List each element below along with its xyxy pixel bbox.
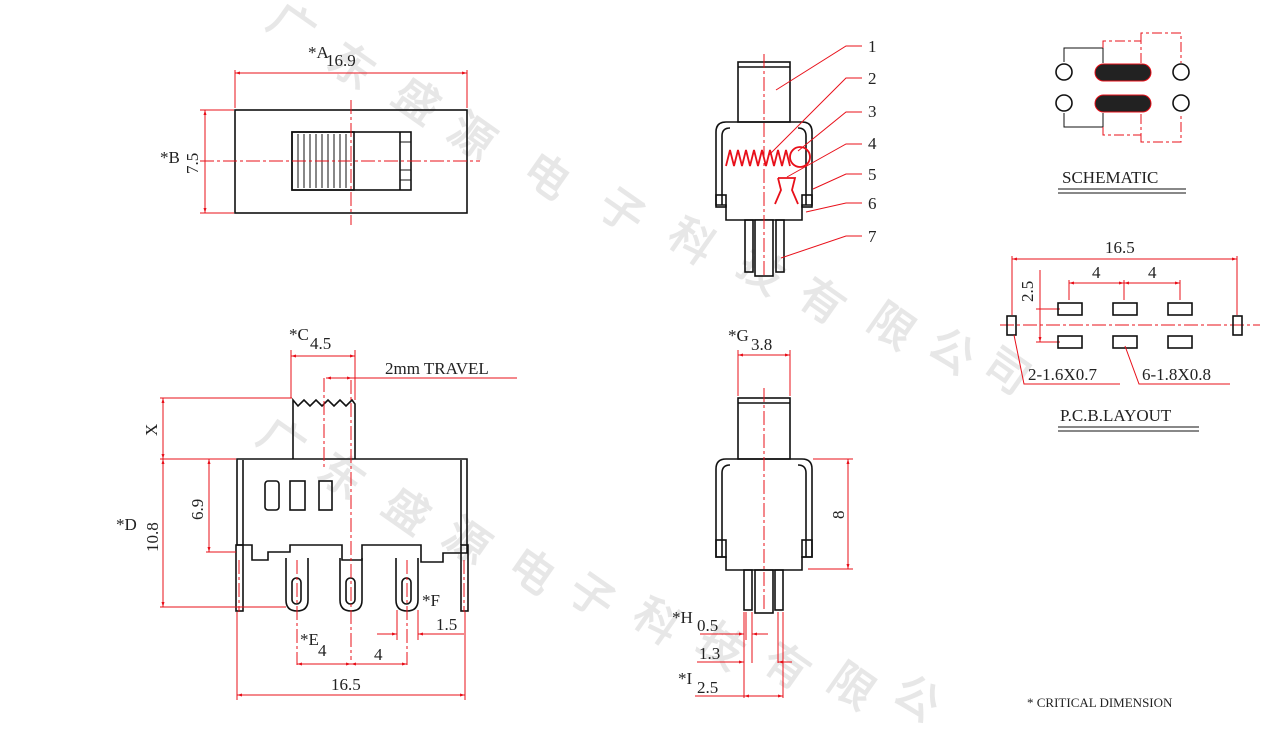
pcb-pitch-2: 4 (1148, 263, 1157, 282)
pcb-pads (1006, 302, 1243, 349)
dim-h-label: *H (672, 608, 693, 627)
pcb-pitch-1: 4 (1092, 263, 1101, 282)
callout-leaders (767, 45, 862, 259)
watermark-char: 限 (859, 293, 924, 360)
terminal-icon (1055, 63, 1073, 81)
travel-label: 2mm TRAVEL (385, 359, 489, 378)
watermark-char: 盛 (374, 478, 439, 545)
dim-a-value: 16.9 (326, 51, 356, 70)
dim-b-value: 7.5 (183, 153, 202, 174)
watermark-char: 有 (754, 633, 819, 700)
watermark-char: 盛 (384, 68, 449, 135)
front-width: 16.5 (331, 675, 361, 694)
watermark-char: 公 (884, 665, 949, 732)
dim-e-label: *E (300, 630, 319, 649)
contact-icon (774, 177, 799, 205)
watermark-char: 子 (559, 563, 624, 630)
dim-a-label: *A (308, 43, 330, 62)
watermark-char: 电 (499, 538, 564, 605)
dim-c-value: 4.5 (310, 334, 331, 353)
terminal-icon (1172, 94, 1190, 112)
watermark-char: 有 (789, 268, 854, 335)
callout-4: 4 (868, 134, 877, 153)
dim-x-label: X (142, 424, 161, 436)
watermark-char: 科 (659, 208, 724, 275)
dim-6-9: 6.9 (188, 499, 207, 520)
pin-pitch: 4 (374, 645, 383, 664)
actuator-knob (292, 397, 356, 459)
dim-f-value: 1.5 (436, 615, 457, 634)
front-body (236, 458, 468, 563)
dim-f-label: *F (422, 591, 440, 610)
slider-contact-icon (1094, 63, 1152, 82)
dim-c-label: *C (289, 325, 309, 344)
terminal-icon (1055, 94, 1073, 112)
dim-8: 8 (829, 511, 848, 520)
dim-g-label: *G (728, 326, 749, 345)
watermark-char: 子 (589, 178, 654, 245)
section-view: 1 2 3 4 5 6 7 (715, 37, 877, 277)
pcb-title: P.C.B.LAYOUT (1060, 406, 1172, 425)
schematic: SCHEMATIC (1055, 32, 1190, 194)
dim-b-label: *B (160, 148, 180, 167)
dim-d-value: 10.8 (143, 522, 162, 552)
callout-2: 2 (868, 69, 877, 88)
slider-contact-icon (1094, 94, 1152, 113)
watermark-char: 限 (819, 653, 884, 720)
dim-i-label: *I (678, 669, 693, 688)
pcb-row-spacing: 2.5 (1018, 281, 1037, 302)
callout-6: 6 (868, 194, 877, 213)
dim-e-value: 4 (318, 641, 327, 660)
pin-extension-lines (743, 612, 784, 698)
dim-d-label: *D (116, 515, 137, 534)
terminal-icon (1172, 63, 1190, 81)
watermark-char: 公 (919, 318, 984, 385)
callout-1: 1 (868, 37, 877, 56)
watermark-char: 电 (514, 143, 579, 210)
pcb-layout: 16.5 4 4 2.5 2-1.6X0.7 6-1.8X0.8 P.C.B.L… (1000, 238, 1260, 432)
side-view: *G 3.8 8 *H 0.5 1.3 *I 2.5 (672, 326, 853, 698)
front-view: *C 4.5 2mm TRAVEL X *D 10.8 6.9 *E 4 4 *… (116, 325, 517, 700)
dim-i-value: 2.5 (697, 678, 718, 697)
spring-icon (725, 149, 791, 167)
watermark-char: 源 (439, 103, 504, 170)
pcb-width: 16.5 (1105, 238, 1135, 257)
dim-1-3: 1.3 (699, 644, 720, 663)
schematic-title: SCHEMATIC (1062, 168, 1158, 187)
callout-7: 7 (868, 227, 877, 246)
pcb-pin-holes: 6-1.8X0.8 (1142, 365, 1211, 384)
dim-h-value: 0.5 (697, 616, 718, 635)
watermark-char: 广 (249, 408, 314, 475)
top-view: *A 16.9 *B 7.5 (160, 43, 480, 225)
critical-dimension-note: * CRITICAL DIMENSION (1027, 695, 1173, 710)
ball-icon (789, 146, 811, 168)
pcb-mount-holes: 2-1.6X0.7 (1028, 365, 1097, 384)
dim-g-value: 3.8 (751, 335, 772, 354)
callout-5: 5 (868, 165, 877, 184)
callout-3: 3 (868, 102, 877, 121)
